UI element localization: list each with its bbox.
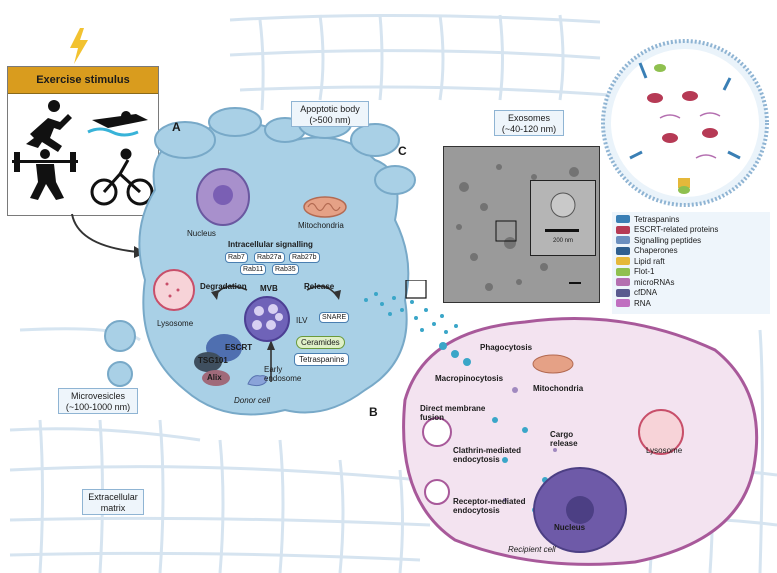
- legend-item: Tetraspanins: [616, 214, 766, 225]
- macropinocytosis-label: Macropinocytosis: [435, 374, 504, 383]
- legend-item: ESCRT-related proteins: [616, 225, 766, 236]
- escrt-label: ESCRT: [225, 343, 253, 352]
- exosomes-label: Exosomes (~40-120 nm): [494, 110, 564, 136]
- exercise-stimulus-header: Exercise stimulus: [8, 67, 158, 94]
- microvesicles-label: Microvesicles (~100-1000 nm): [58, 388, 138, 414]
- cargo-release-label: Cargo release: [550, 430, 578, 448]
- legend-label: microRNAs: [634, 277, 675, 287]
- donor-lysosome-label: Lysosome: [157, 319, 194, 328]
- panel-label-b: B: [369, 405, 378, 419]
- panel-label-a: A: [172, 120, 181, 134]
- intracellular-signalling-label: Intracellular signalling: [228, 240, 313, 249]
- rab7-tag: Rab7: [225, 252, 248, 263]
- rab35-tag: Rab35: [272, 264, 299, 275]
- legend-swatch: [616, 278, 630, 287]
- legend-swatch: [616, 225, 630, 234]
- secreted-vesicles-stream: [364, 280, 468, 352]
- legend-swatch: [616, 288, 630, 297]
- donor-nucleus: [196, 168, 250, 226]
- clathrin-endocytosis-label: Clathrin-mediated endocytosis: [453, 446, 522, 464]
- receptor-endocytosis-label: Receptor-mediated endocytosis: [453, 497, 526, 515]
- phagocytosis-label: Phagocytosis: [480, 343, 533, 352]
- legend-swatch: [616, 236, 630, 245]
- extracellular-matrix-label: Extracellular matrix: [82, 489, 144, 515]
- recipient-nucleus-label: Nucleus: [554, 523, 586, 532]
- legend-swatch: [616, 215, 630, 224]
- rab27a-tag: Rab27a: [254, 252, 285, 263]
- exosome-structure-diagram: [601, 39, 769, 207]
- tetraspanins-tag: Tetraspanins: [294, 353, 350, 366]
- alix-label: Alix: [207, 373, 222, 382]
- legend-item: microRNAs: [616, 277, 766, 288]
- lightning-icon: [70, 28, 88, 64]
- legend-swatch: [616, 257, 630, 266]
- legend-label: Chaperones: [634, 246, 678, 256]
- donor-nucleus-label: Nucleus: [187, 229, 216, 238]
- ilv-label: ILV: [296, 316, 308, 325]
- degradation-label: Degradation: [200, 282, 247, 291]
- microvesicles-cluster: [104, 320, 136, 387]
- early-endosome-label: Early endosome: [264, 365, 302, 383]
- tsg101-label: TSG101: [198, 356, 228, 365]
- running-icon: [26, 100, 72, 152]
- snare-tag: SNARE: [319, 312, 350, 323]
- rab27b-tag: Rab27b: [289, 252, 320, 263]
- donor-mitochondria-label: Mitochondria: [298, 221, 344, 230]
- direct-membrane-fusion-label: Direct membrane fusion: [420, 404, 486, 422]
- swimming-icon: [87, 111, 148, 137]
- ceramides-tag: Ceramides: [296, 336, 345, 349]
- legend-label: RNA: [634, 298, 651, 308]
- recipient-cell-label: Recipient cell: [508, 545, 556, 554]
- mvb-label: MVB: [260, 284, 278, 293]
- cycling-icon: [90, 148, 154, 206]
- legend-item: Chaperones: [616, 246, 766, 257]
- weightlifting-icon: [12, 149, 78, 200]
- legend-label: Signalling peptides: [634, 235, 702, 245]
- exercise-icons: [12, 100, 154, 206]
- legend-label: Lipid raft: [634, 256, 665, 266]
- legend-label: Tetraspanins: [634, 214, 680, 224]
- escrt-complex-icon: [194, 334, 242, 386]
- apoptotic-body-label: Apoptotic body (>500 nm): [291, 101, 369, 127]
- donor-cell-label: Donor cell: [234, 396, 271, 405]
- mvb-icon: [244, 296, 290, 342]
- legend-label: ESCRT-related proteins: [634, 225, 719, 235]
- early-endosome-icon: [247, 375, 267, 387]
- release-label: Release: [304, 282, 335, 291]
- donor-mitochondria-icon: [303, 196, 347, 218]
- recipient-lysosome-label: Lysosome: [646, 446, 683, 455]
- legend-swatch: [616, 267, 630, 276]
- donor-lysosome-icon: [153, 269, 195, 311]
- panel-label-c: C: [398, 144, 407, 158]
- legend-item: RNA: [616, 298, 766, 309]
- exercise-stimulus-panel: Exercise stimulus: [7, 66, 159, 216]
- rab11-tag: Rab11: [240, 264, 267, 275]
- legend-label: cfDNA: [634, 288, 658, 298]
- legend-item: cfDNA: [616, 288, 766, 299]
- legend-swatch: [616, 246, 630, 255]
- recipient-cell: [402, 317, 759, 566]
- legend-label: Flot-1: [634, 267, 655, 277]
- scale-bar-label: 200 nm: [552, 238, 573, 244]
- legend-item: Lipid raft: [616, 256, 766, 267]
- legend-swatch: [616, 299, 630, 308]
- recipient-mitochondria-label: Mitochondria: [533, 384, 584, 393]
- legend-item: Flot-1: [616, 267, 766, 278]
- tem-inset: 200 nm: [530, 180, 596, 256]
- legend-item: Signalling peptides: [616, 235, 766, 246]
